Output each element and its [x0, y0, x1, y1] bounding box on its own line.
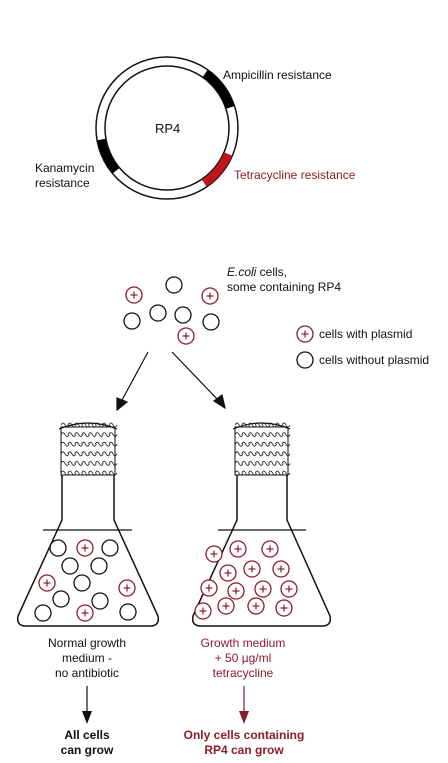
cell-with-plasmid: [219, 564, 237, 582]
legend-without-plasmid: cells without plasmid: [319, 353, 430, 367]
cell-with-plasmid: [38, 574, 56, 592]
tetracycline-gene: [201, 152, 233, 187]
cell-with-plasmid: [76, 539, 94, 557]
flask-right: [191, 422, 332, 627]
cell-without-plasmid: [61, 557, 79, 575]
cotton-plug-right: [232, 422, 291, 476]
legend-marker-with-plasmid: [296, 325, 314, 343]
cell-groups: [34, 276, 314, 622]
cell-without-plasmid: [149, 304, 167, 322]
flask-right-caption-1: Growth medium: [200, 636, 286, 650]
ampicillin-gene: [202, 70, 235, 109]
population-label-line2: some containing RP4: [227, 280, 342, 294]
result-right-line1: Only cells containing: [183, 728, 305, 742]
cell-without-plasmid: [73, 574, 91, 592]
cell-with-plasmid: [247, 597, 265, 615]
cell-without-plasmid: [52, 590, 70, 608]
resistance-genes: [97, 70, 235, 187]
cell-with-plasmid: [177, 327, 195, 345]
cell-without-plasmid: [165, 276, 183, 294]
flask-left: [16, 422, 160, 627]
cell-without-plasmid: [123, 312, 141, 330]
result-right-line2: RP4 can grow: [204, 743, 284, 757]
kanamycin-label-line1: Kanamycin: [35, 161, 95, 175]
cotton-plug-left: [58, 422, 118, 476]
population-label-rest: cells,: [256, 265, 288, 279]
cell-with-plasmid: [280, 580, 298, 598]
cell-without-plasmid: [91, 592, 109, 610]
cell-with-plasmid: [261, 540, 279, 558]
flask-left-caption-1: Normal growth: [47, 636, 127, 650]
ampicillin-label: Ampicillin resistance: [223, 68, 332, 82]
cell-with-plasmid: [125, 286, 143, 304]
cell-without-plasmid: [119, 603, 137, 621]
flask-right-caption-3: tetracycline: [212, 666, 274, 680]
cell-with-plasmid: [76, 604, 94, 622]
flask-left-caption-3: no antibiotic: [54, 666, 120, 680]
cell-with-plasmid: [194, 602, 212, 620]
cell-without-plasmid: [90, 557, 108, 575]
cell-without-plasmid: [49, 539, 67, 557]
cell-without-plasmid: [34, 604, 52, 622]
legend-with-plasmid: cells with plasmid: [319, 327, 413, 341]
cell-with-plasmid: [227, 582, 245, 600]
result-arrow-left: [82, 686, 92, 724]
cell-with-plasmid: [272, 560, 290, 578]
population-label-species: E.coli: [227, 265, 257, 279]
cell-with-plasmid: [243, 560, 261, 578]
cell-with-plasmid: [254, 580, 272, 598]
legend-marker-without-plasmid: [296, 351, 314, 369]
result-arrow-right: [239, 686, 249, 724]
population-label: E.coli cells,: [227, 265, 287, 279]
cell-without-plasmid: [174, 306, 192, 324]
cell-with-plasmid: [200, 579, 218, 597]
result-left-line1: All cells: [64, 728, 110, 742]
flask-right-caption-2: + 50 µg/ml: [214, 651, 272, 665]
split-arrows: [116, 351, 226, 412]
cell-with-plasmid: [118, 579, 136, 597]
flask-left-caption-2: medium -: [61, 651, 112, 665]
tetracycline-label: Tetracycline resistance: [234, 168, 356, 182]
cell-with-plasmid: [275, 599, 293, 617]
cell-with-plasmid: [229, 540, 247, 558]
cell-without-plasmid: [101, 539, 119, 557]
kanamycin-gene: [97, 138, 120, 174]
result-left-line2: can grow: [60, 743, 114, 757]
cell-with-plasmid: [205, 545, 223, 563]
plasmid-name: RP4: [155, 121, 181, 136]
kanamycin-label-line2: resistance: [35, 176, 90, 190]
cell-with-plasmid: [201, 287, 219, 305]
cell-without-plasmid: [202, 313, 220, 331]
plasmid-ring: [95, 56, 239, 200]
cell-with-plasmid: [217, 597, 235, 615]
